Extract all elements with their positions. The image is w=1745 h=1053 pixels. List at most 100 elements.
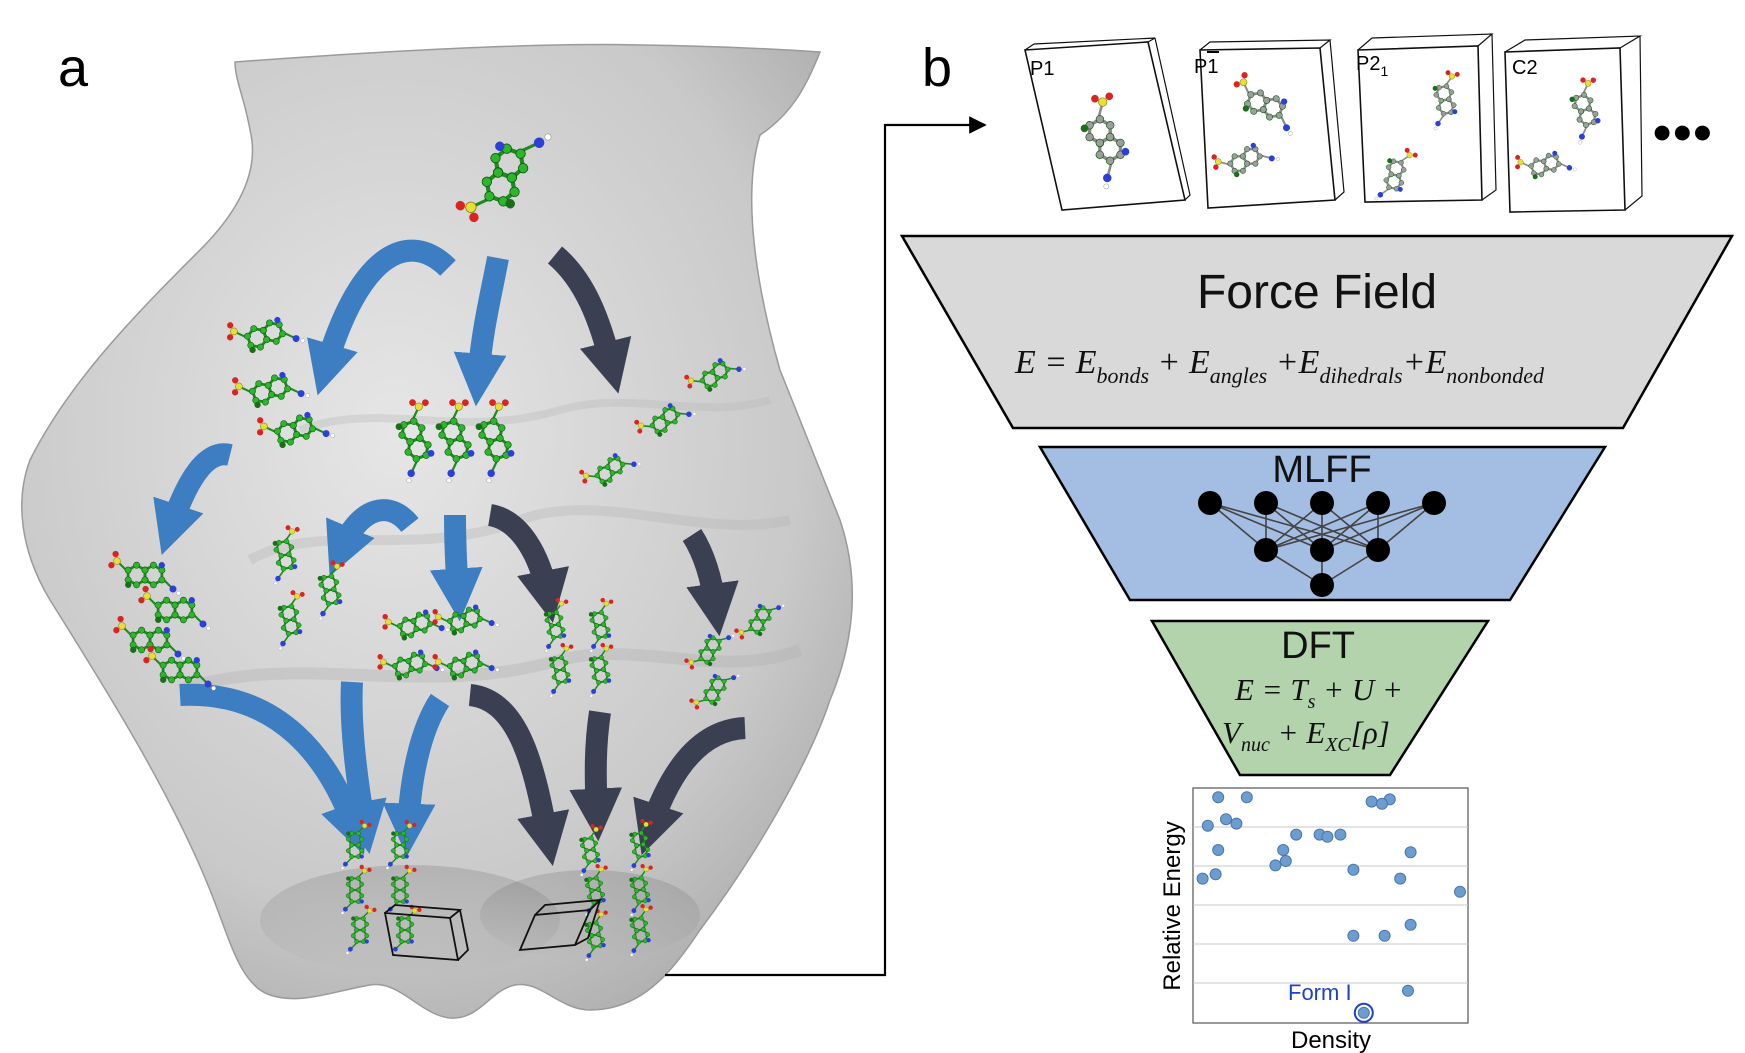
molecule-glyph (340, 864, 372, 915)
molecule-glyph (272, 525, 300, 586)
crystal-molecules (1080, 70, 1601, 201)
molecule-glyph (1374, 147, 1418, 201)
dark-arrow (487, 504, 569, 623)
eq-sub: XC (1324, 734, 1351, 756)
molecule-glyph (256, 411, 336, 449)
energy-landscape (21, 43, 854, 1019)
data-point (1365, 795, 1378, 808)
molecule-glyph (634, 403, 697, 437)
molecule-glyph (548, 642, 574, 698)
nn-node (1254, 491, 1278, 515)
eq-part: E = T (1234, 672, 1310, 707)
data-point (1404, 846, 1417, 859)
x-axis-label: Density (1291, 1027, 1371, 1053)
mlff-stage: MLFF (1037, 445, 1608, 602)
blue-arrow (326, 499, 419, 577)
molecule-glyph (689, 673, 740, 710)
molecule-glyph (435, 399, 475, 483)
molecule-glyph (455, 133, 552, 223)
nn-edge (1321, 502, 1435, 551)
eq-part: [ρ] (1351, 715, 1390, 750)
dft-equation-line2: Vnuc + EXC[ρ] (1222, 715, 1390, 756)
dark-arrow (569, 710, 623, 842)
molecule-glyph (345, 904, 377, 955)
space-group-text: P2 (1356, 53, 1380, 75)
nn-node (1198, 491, 1222, 515)
nn-node (1254, 538, 1278, 562)
force-field-title: Force Field (1197, 266, 1437, 319)
data-point (1212, 791, 1225, 804)
molecule-glyph (734, 603, 785, 640)
data-point (1209, 868, 1222, 881)
blue-arrow (153, 443, 233, 556)
data-point (1240, 791, 1253, 804)
molecule-glyph (629, 863, 653, 917)
data-point (1454, 885, 1466, 898)
data-point (1269, 859, 1282, 872)
molecule-glyph (432, 649, 500, 681)
data-point (1402, 984, 1414, 997)
unit-cell-box (383, 904, 469, 961)
molecule-glyph (317, 560, 345, 621)
data-point (1277, 844, 1290, 856)
crystal-structures: P1 P1 P21 C2 ••• (1024, 33, 1714, 213)
data-point (1347, 929, 1360, 942)
force-field-equation: E = Ebonds + Eangles +Edihedrals+Enonbon… (1014, 344, 1545, 388)
nn-edge (1265, 502, 1323, 551)
data-point (1378, 929, 1391, 942)
nn-node (1310, 573, 1334, 597)
molecule-glyph (684, 358, 747, 392)
crystal-cell-c2: C2 (1504, 35, 1643, 213)
crystal-cell-p21: P21 (1356, 33, 1497, 203)
dark-arrows (467, 246, 747, 866)
eq-part: E = E (1014, 344, 1097, 381)
space-group-subscript: 1 (1380, 63, 1388, 79)
eq-sub: bonds (1096, 363, 1149, 388)
blue-arrows (153, 239, 509, 857)
eq-part: + E (1270, 715, 1325, 750)
eq-sub: nuc (1241, 734, 1270, 756)
more-indicator: ••• (1653, 104, 1714, 162)
molecule-glyph (226, 316, 306, 354)
space-group-label: P1 (1030, 58, 1054, 80)
nn-edge (1209, 502, 1267, 551)
data-point (1376, 797, 1388, 810)
molecule-glyph (684, 633, 735, 670)
space-group-label: P1 (1194, 56, 1218, 78)
eq-part: + E (1149, 344, 1210, 381)
nn-edge (1265, 502, 1379, 551)
data-point (1196, 872, 1209, 885)
data-point (1230, 817, 1243, 830)
eq-sub: dihedrals (1319, 363, 1402, 388)
nn-node (1366, 491, 1390, 515)
dft-funnel (1149, 619, 1491, 777)
eq-part: +E (1267, 344, 1319, 381)
dft-stage: DFT E = Ts + U + Vnuc + EXC[ρ] (1149, 619, 1491, 777)
y-axis-label: Relative Energy (1159, 821, 1186, 990)
molecule-glyph (629, 818, 653, 872)
data-point (1347, 863, 1360, 876)
blue-arrow (307, 239, 456, 396)
molecule-glyph (584, 863, 608, 917)
molecule-glyph (108, 550, 181, 596)
blue-arrow (429, 514, 483, 622)
nn-node (1422, 491, 1446, 515)
blue-arrow (453, 255, 509, 407)
blue-arrow (334, 681, 387, 855)
molecule-glyph (1080, 92, 1130, 190)
molecule-glyph (1233, 72, 1293, 136)
molecule-glyph (395, 399, 435, 483)
unit-cell-box (518, 898, 603, 952)
data-point (1357, 1006, 1370, 1019)
data-point (1290, 828, 1303, 841)
dft-equation-line1: E = Ts + U + (1234, 672, 1403, 713)
space-group-label: P21 (1356, 53, 1388, 79)
molecule-glyph (543, 597, 569, 653)
molecule-glyph (432, 604, 500, 636)
connector-arrow (665, 116, 987, 977)
nn-node (1310, 538, 1334, 562)
landscape-surface (21, 43, 854, 1019)
nn-edge (1377, 502, 1435, 551)
dark-arrow (547, 246, 632, 394)
